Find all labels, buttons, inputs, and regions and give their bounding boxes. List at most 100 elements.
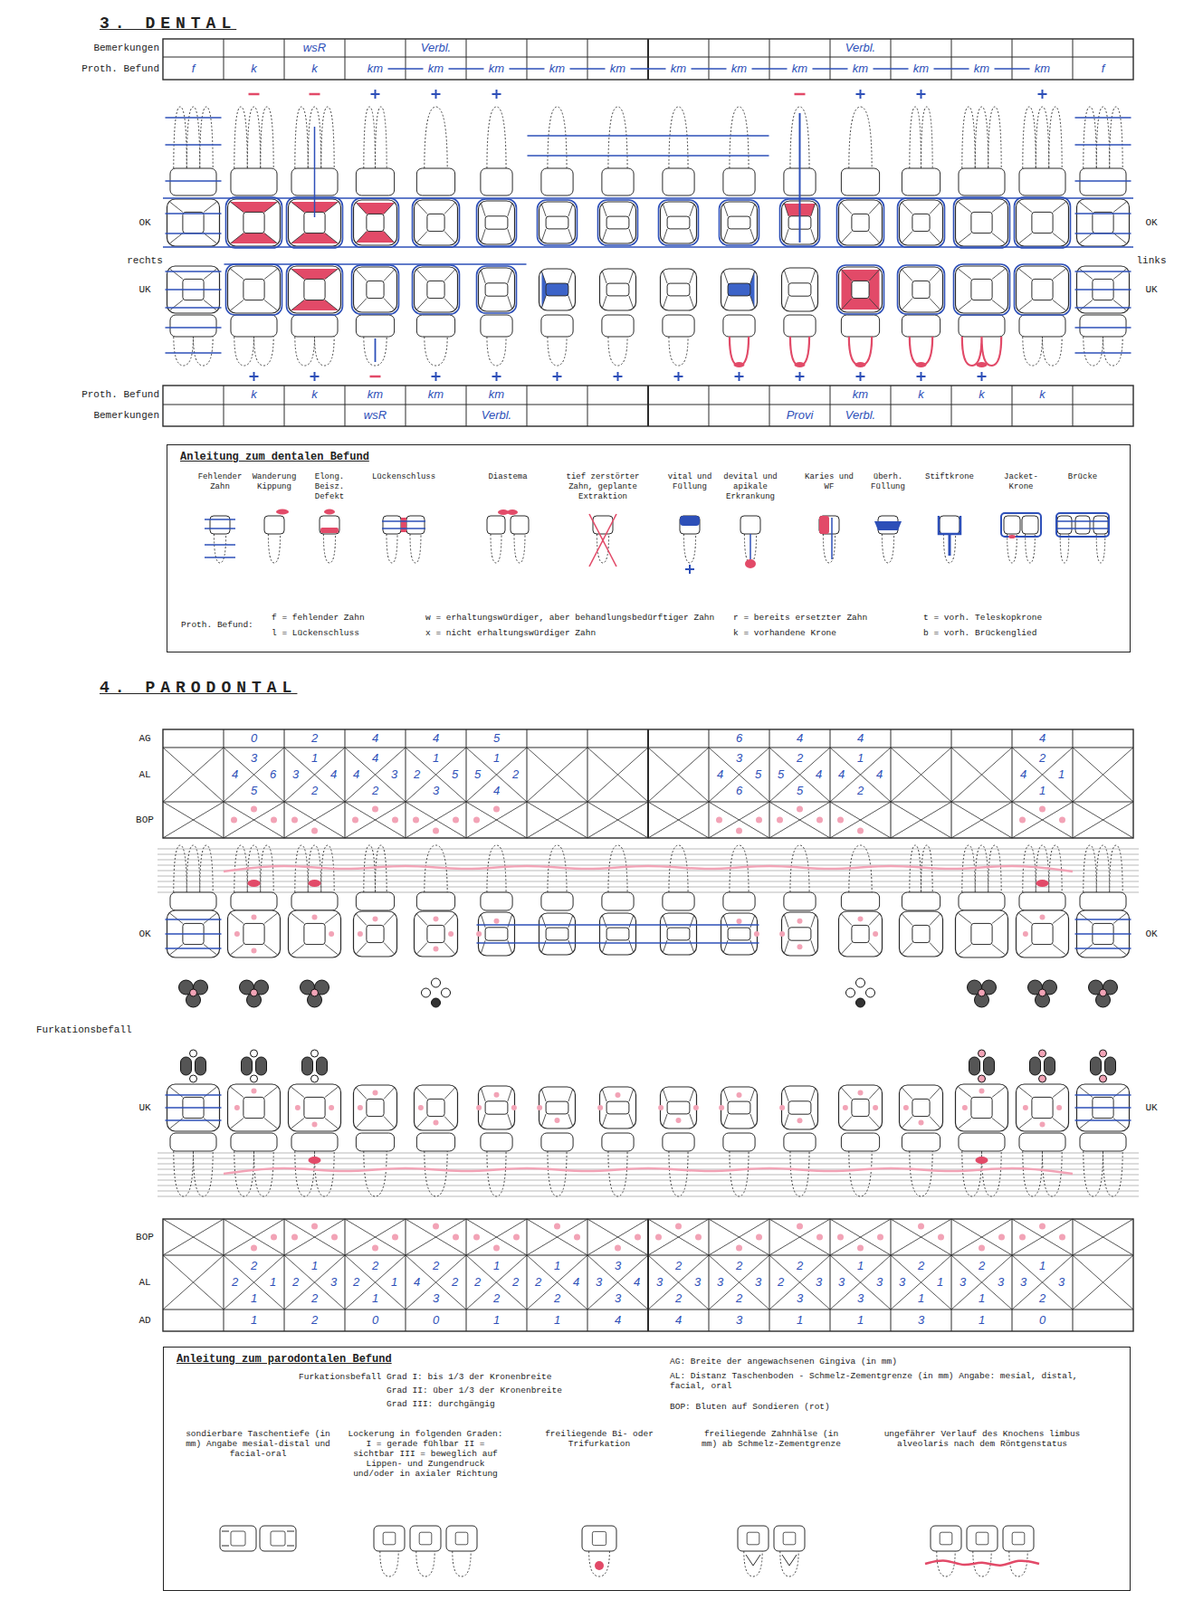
bleeding-dot xyxy=(858,916,864,922)
attachment-loss: 1 xyxy=(857,752,864,766)
gingiva-width: 0 xyxy=(250,732,258,746)
mini-crown xyxy=(740,515,761,535)
jaw-label: UK xyxy=(1145,284,1157,296)
cusp-line xyxy=(356,298,367,310)
root-outline xyxy=(668,336,688,366)
cusp-line xyxy=(444,231,455,243)
cell-cross xyxy=(466,1219,527,1256)
occlusal-view xyxy=(899,200,944,246)
cusp-line xyxy=(663,1114,669,1127)
cusp-line xyxy=(724,940,729,953)
cell-cross xyxy=(405,1219,467,1256)
cusp-line xyxy=(1052,945,1066,955)
bleeding-dot xyxy=(452,1234,459,1242)
bleeding-dot xyxy=(978,1245,985,1252)
scale-line xyxy=(157,1185,1139,1187)
cusp-line xyxy=(444,1088,455,1099)
bleeding-dot xyxy=(311,828,318,835)
cell-cross xyxy=(708,1219,770,1256)
occlusal-surface xyxy=(667,283,690,296)
cell-cross xyxy=(223,802,285,839)
cell-cross xyxy=(587,747,649,802)
side-view xyxy=(901,1133,940,1197)
occlusal-surface xyxy=(971,1097,993,1118)
table-rule xyxy=(951,729,953,839)
root-capsule xyxy=(983,1057,995,1076)
cusp-line xyxy=(383,231,394,243)
cusp-line xyxy=(602,271,608,284)
cusp-line xyxy=(356,202,367,214)
occlusal-surface xyxy=(746,1532,760,1546)
filling-area xyxy=(356,202,395,214)
cusp-line xyxy=(929,1088,940,1099)
filling-area xyxy=(291,233,339,244)
attachment-loss: 2 xyxy=(796,1260,803,1274)
legend-heading: Anleitung zum parodontalen Befund xyxy=(163,1347,405,1372)
cusp-line xyxy=(868,202,879,214)
furcation-dot xyxy=(594,1561,604,1571)
table-rule xyxy=(1072,38,1074,80)
occlusal-view xyxy=(228,910,281,958)
mini-root xyxy=(213,534,226,564)
key-entry: t = vorh. Teleskopkrone xyxy=(923,613,1042,624)
bleeding-dot xyxy=(695,1234,702,1242)
prosthetic-entry: k xyxy=(250,62,258,77)
occlusal-view xyxy=(600,913,637,955)
bleeding-dot xyxy=(433,1120,440,1127)
crown-outline xyxy=(539,913,576,955)
occlusal-view xyxy=(353,911,398,957)
cusp-line xyxy=(689,271,695,284)
cusp-line xyxy=(264,1118,277,1129)
cusp-line xyxy=(929,943,940,955)
side-view xyxy=(901,315,940,366)
legend-symbol xyxy=(194,508,246,576)
table-rule xyxy=(830,385,831,427)
crown-side xyxy=(170,168,217,196)
crown-side xyxy=(1079,892,1127,911)
side-view xyxy=(291,315,338,366)
crown-mark xyxy=(1001,513,1041,537)
crown-side xyxy=(1079,1133,1127,1152)
attachment-loss: 4 xyxy=(493,784,500,799)
attachment-loss: 1 xyxy=(311,1260,318,1274)
bleeding-dot xyxy=(797,944,803,950)
crown-outline xyxy=(1077,199,1130,247)
crown-mark xyxy=(897,265,946,315)
attachment-loss: 4 xyxy=(231,768,239,783)
prosthetic-entry: km xyxy=(792,62,808,77)
cusp-line xyxy=(929,202,940,214)
side-view xyxy=(1019,315,1066,366)
table-rule xyxy=(587,1219,589,1332)
side-view xyxy=(230,106,277,196)
attachment-loss: 1 xyxy=(432,752,440,766)
vitality-plus xyxy=(981,372,984,382)
occlusal-surface xyxy=(304,923,325,945)
root-outline xyxy=(962,106,1002,169)
legend-text: Karies und WF xyxy=(802,472,857,493)
cusp-line xyxy=(689,916,695,928)
occlusal-view xyxy=(660,201,697,244)
crown-outline xyxy=(353,267,398,313)
cusp-line xyxy=(170,913,183,924)
attachment-loss: 3 xyxy=(857,1292,864,1307)
cusp-line xyxy=(784,203,790,217)
cusp-line xyxy=(902,231,913,243)
cusp-line xyxy=(542,1114,547,1127)
occlusal-surface xyxy=(427,213,445,231)
root-outline xyxy=(234,336,274,366)
attachment-loss: 2 xyxy=(1039,1292,1046,1307)
cusp-line xyxy=(663,295,669,308)
occlusal-surface xyxy=(243,211,265,233)
cell-cross xyxy=(648,747,709,802)
root-outline xyxy=(962,1151,1002,1197)
filling-area xyxy=(291,268,339,279)
key-entry: r = bereits ersetzter Zahn xyxy=(733,613,868,624)
crown-outline xyxy=(839,911,883,957)
cell-cross xyxy=(951,1255,1013,1310)
bleeding-dot xyxy=(230,817,238,824)
vitality-plus xyxy=(617,372,620,382)
root-circle xyxy=(866,988,876,998)
bleeding-dot xyxy=(554,1117,561,1124)
prosthetic-entry: km xyxy=(428,62,444,77)
cusp-line xyxy=(902,298,913,310)
